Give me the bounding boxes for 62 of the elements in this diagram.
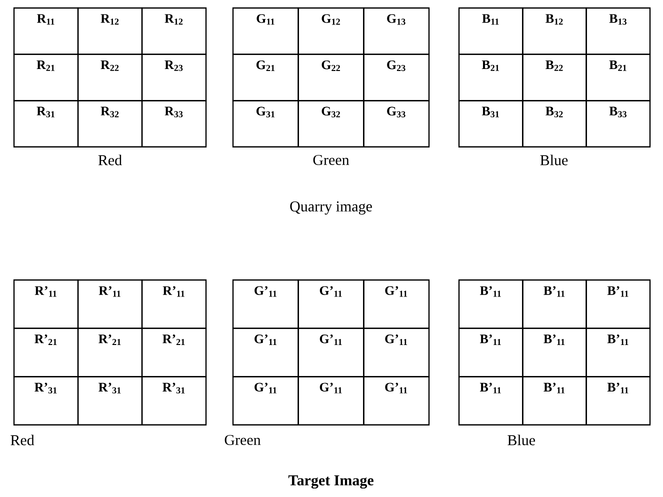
- table-cell: B’$_{11}$: [586, 376, 651, 426]
- table-cell: B$_{22}$: [522, 54, 587, 102]
- table-cell: G’$_{11}$: [298, 376, 364, 426]
- panel-label: Red: [98, 154, 122, 166]
- table-cell: B$_{11}$: [458, 7, 524, 55]
- table-cell: B’$_{11}$: [522, 328, 587, 378]
- table-cell: B$_{13}$: [586, 7, 651, 55]
- table-cell: B$_{31}$: [458, 100, 524, 148]
- table-cell: R$_{12}$: [77, 7, 143, 55]
- table-cell: R’$_{31}$: [77, 376, 143, 426]
- table-cell: R$_{31}$: [13, 100, 79, 148]
- table-cell: G$_{12}$: [298, 7, 364, 55]
- table-cell: G’$_{11}$: [232, 279, 299, 329]
- table-cell: G$_{31}$: [232, 100, 299, 148]
- table-cell: R’$_{11}$: [77, 279, 143, 329]
- table-cell: R’$_{11}$: [13, 279, 79, 329]
- table-cell: B$_{32}$: [522, 100, 587, 148]
- table-cell: R$_{32}$: [77, 100, 143, 148]
- table-cell: G$_{21}$: [232, 54, 299, 102]
- table-cell: B$_{12}$: [522, 7, 587, 55]
- table-cell: B’$_{11}$: [458, 279, 524, 329]
- caption: Target Image: [288, 475, 374, 489]
- table-cell: R$_{23}$: [141, 54, 207, 102]
- table-cell: R’$_{21}$: [13, 328, 79, 378]
- table-cell: G$_{33}$: [363, 100, 430, 148]
- table-cell: G$_{13}$: [363, 7, 430, 55]
- table-cell: G$_{22}$: [298, 54, 364, 102]
- table-cell: R$_{22}$: [77, 54, 143, 102]
- table-cell: G’$_{11}$: [232, 328, 299, 378]
- table-cell: R$_{11}$: [13, 7, 79, 55]
- panel-label: Green: [313, 154, 350, 166]
- table-cell: G’$_{11}$: [363, 279, 430, 329]
- table-cell: R’$_{21}$: [77, 328, 143, 378]
- table-cell: R$_{33}$: [141, 100, 207, 148]
- table-cell: B’$_{11}$: [458, 328, 524, 378]
- table-cell: B’$_{11}$: [522, 376, 587, 426]
- table-cell: R’$_{11}$: [141, 279, 207, 329]
- table-cell: G’$_{11}$: [232, 376, 299, 426]
- panel-label: Red: [10, 434, 34, 446]
- table-cell: R’$_{31}$: [13, 376, 79, 426]
- table-cell: G’$_{11}$: [298, 328, 364, 378]
- table-cell: R’$_{31}$: [141, 376, 207, 426]
- table-cell: B’$_{11}$: [586, 328, 651, 378]
- table-cell: B$_{33}$: [586, 100, 651, 148]
- panel-label: Blue: [508, 434, 535, 446]
- table-cell: R$_{21}$: [13, 54, 79, 102]
- table-cell: G’$_{11}$: [298, 279, 364, 329]
- panel-label: Blue: [540, 154, 568, 166]
- table-cell: B$_{21}$: [586, 54, 651, 102]
- table-cell: B’$_{11}$: [522, 279, 587, 329]
- table-cell: B’$_{11}$: [458, 376, 524, 426]
- table-cell: B$_{21}$: [458, 54, 524, 102]
- table-cell: B’$_{11}$: [586, 279, 651, 329]
- caption: Quarry image: [290, 201, 372, 215]
- table-cell: G$_{11}$: [232, 7, 299, 55]
- table-cell: G’$_{11}$: [363, 376, 430, 426]
- panel-label: Green: [224, 434, 261, 446]
- table-cell: R$_{12}$: [141, 7, 207, 55]
- table-cell: G$_{32}$: [298, 100, 364, 148]
- table-cell: R’$_{21}$: [141, 328, 207, 378]
- table-cell: G$_{23}$: [363, 54, 430, 102]
- table-cell: G’$_{11}$: [363, 328, 430, 378]
